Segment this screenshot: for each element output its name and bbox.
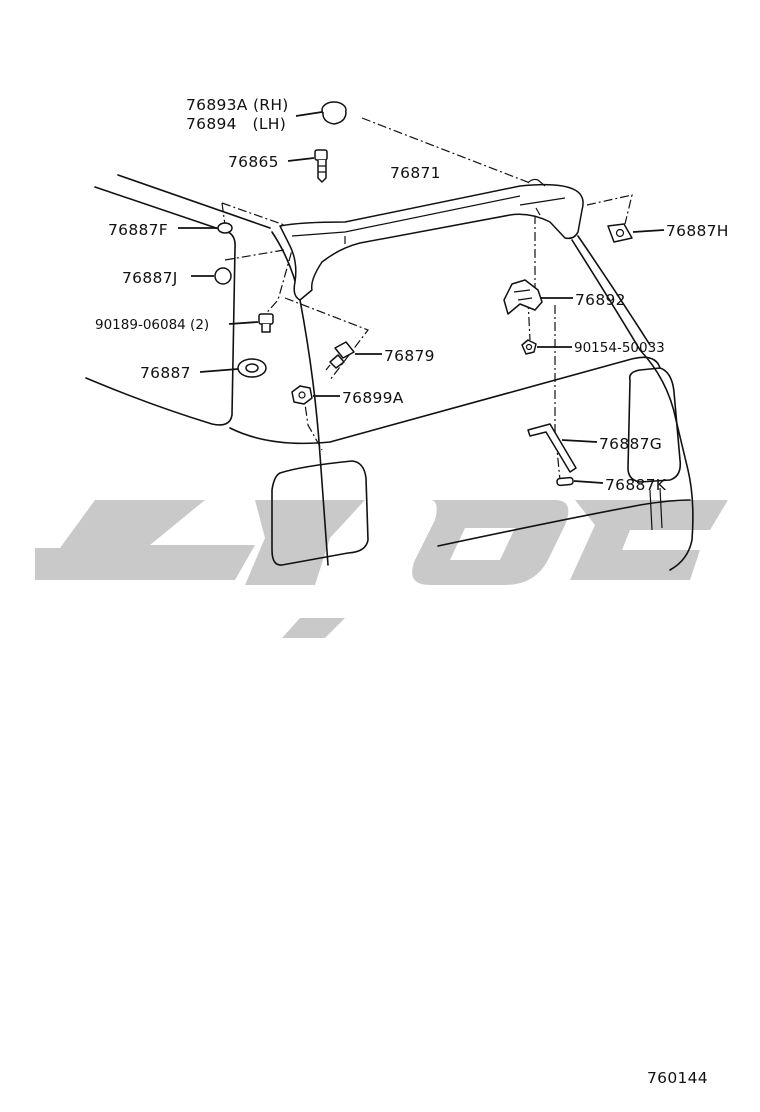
clip-76865 — [314, 149, 328, 183]
label-76893a: 76893A (RH) — [186, 96, 289, 114]
part-labels: 76893A (RH) 76894 (LH) 76865 76871 76887… — [95, 96, 729, 494]
watermark-logo — [35, 500, 728, 638]
bolt-90189 — [258, 313, 274, 333]
nut-76899a — [291, 385, 313, 405]
cap-76893a — [321, 101, 347, 125]
screw-90154 — [521, 339, 537, 355]
grommet-76887f — [217, 222, 233, 234]
label-76887j: 76887J — [122, 269, 178, 287]
seal-76887 — [237, 358, 267, 378]
seal-76887k — [556, 476, 574, 487]
label-76887: 76887 — [140, 364, 191, 382]
label-76879: 76879 — [384, 347, 435, 365]
vehicle-body — [85, 174, 694, 571]
label-76887f: 76887F — [108, 221, 168, 239]
label-76871: 76871 — [390, 164, 441, 182]
seal-76887g — [527, 423, 577, 473]
stud-76879 — [325, 341, 355, 371]
label-76887h: 76887H — [666, 222, 729, 240]
leader-lines — [178, 111, 665, 484]
bracket-76892 — [503, 279, 543, 315]
clip-76887h — [607, 223, 633, 243]
label-76887g: 76887G — [599, 435, 662, 453]
label-76892: 76892 — [575, 291, 626, 309]
label-90154: 90154-50033 — [574, 340, 665, 356]
parts — [214, 101, 633, 487]
label-76887k: 76887K — [605, 476, 667, 494]
diagram-number: 760144 — [647, 1069, 708, 1087]
label-76865: 76865 — [228, 153, 279, 171]
label-76894: 76894 (LH) — [186, 115, 286, 133]
plug-76887j — [214, 267, 232, 285]
rear-spoiler — [279, 178, 584, 301]
label-90189: 90189-06084 (2) — [95, 317, 209, 333]
label-76899a: 76899A — [342, 389, 404, 407]
